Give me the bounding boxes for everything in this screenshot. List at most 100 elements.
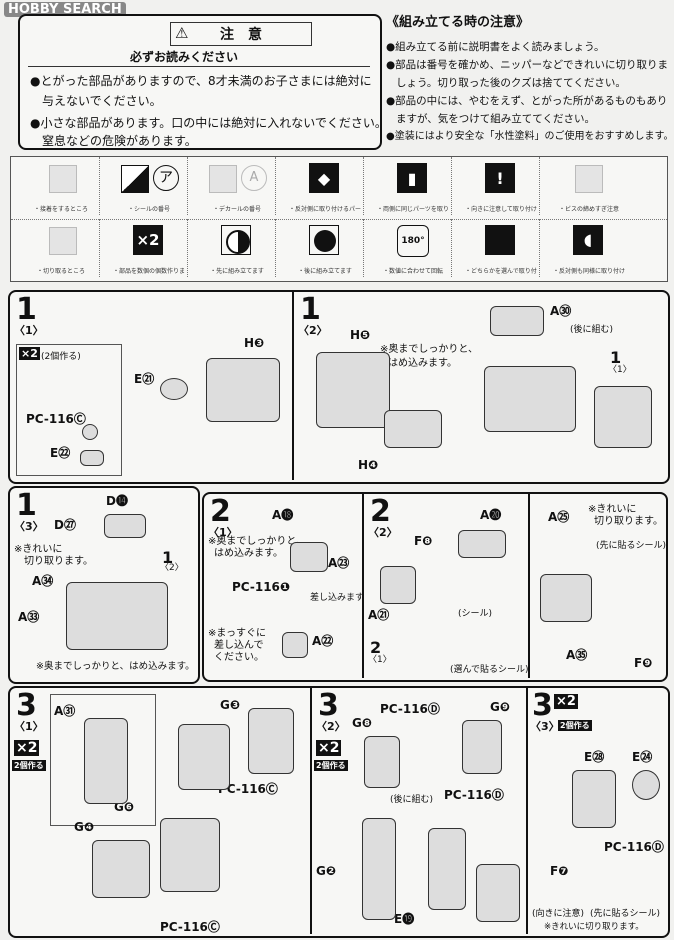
part-a22: A㉒ <box>312 634 334 648</box>
part-sketch-e22 <box>80 450 104 466</box>
part-g9: G❾ <box>490 700 511 714</box>
part-pc116c-b: PC-116Ⓒ <box>160 920 220 934</box>
part-sketch-d13 <box>594 386 652 448</box>
caution-line-2: 与えないでください。 <box>42 94 162 108</box>
step-number: 3 <box>318 688 339 723</box>
step-number: 1 <box>16 292 37 327</box>
part-sketch-d14 <box>104 514 146 538</box>
step-sub: 〈3〉 <box>530 720 560 733</box>
part-pc116-1: PC-116❶ <box>232 580 291 594</box>
legend-rotate: 180° ・数値に合わせて回転 <box>375 219 452 277</box>
part-sketch-e24 <box>632 770 660 800</box>
step-2-panel: 2 〈1〉 A⓲ ※奥までしっかりと、 はめ込みます。 A㉓ PC-116❶ 差… <box>202 492 668 682</box>
step-number: 3 <box>16 688 37 723</box>
step-number: 2 <box>370 494 391 529</box>
legend-remove: ▮ ・両側に同じパーツを取り付け <box>375 157 452 215</box>
assembly-note-4: ●部品の中には、やむをえず、とがった所があるものもあり <box>386 95 668 107</box>
note-1: ※きれいに <box>588 504 637 515</box>
assembly-note-2: ●部品は番号を確かめ、ニッパーなどできれいに切り取りま <box>386 59 668 71</box>
part-a20: A⓴ <box>480 508 502 522</box>
step-1-3-panel: 1 〈3〉 D⓮ D㉗ ※きれいに 切り取ります。 A㉞ A㉝ 1 〈2〉 ※奥… <box>8 486 200 684</box>
note-2: はめ込みます。 <box>388 358 457 369</box>
x2-note: (2個作る) <box>41 352 81 362</box>
legend-caption: ・向きに注意して取り付け <box>465 206 537 213</box>
caution-line-3: ●小さな部品があります。口の中には絶対に入れないでください。 <box>30 116 387 130</box>
part-f7: F❼ <box>550 864 569 878</box>
assembly-note-5: ますが、気をつけて組み立ててください。 <box>396 113 595 125</box>
step-number: 2 <box>210 494 231 529</box>
part-h5: H❺ <box>350 328 371 342</box>
ref-sub: 〈2〉 <box>160 563 184 573</box>
part-a21: A㉑ <box>368 608 390 622</box>
part-sketch-h3 <box>206 358 280 422</box>
part-sketch-g3b <box>248 708 294 774</box>
note-4: 差し込んで <box>214 640 264 651</box>
sticker-note: (シール) <box>458 609 493 619</box>
legend-row-1: ・接着をするところ ア ・シールの番号 A ・デカールの番号 ◆ ・反対側に取り… <box>11 157 667 220</box>
part-pc116d-b: PC-116Ⓓ <box>444 788 504 802</box>
note-6: 差し込みます <box>310 593 365 603</box>
part-sketch-a22 <box>282 632 308 658</box>
ref-sub: 〈1〉 <box>368 655 392 665</box>
nipper-icon <box>49 227 77 255</box>
panel-divider <box>526 688 528 934</box>
back-note: (後に組む) <box>390 795 434 805</box>
panel-divider <box>528 494 530 678</box>
part-pc116d-a: PC-116Ⓓ <box>380 702 440 716</box>
legend-caption: ・数値に合わせて回転 <box>382 268 443 275</box>
step-3-3: 3 ×2 〈3〉 2個作る E㉘ E㉔ PC-116Ⓓ F❼ (向きに注意) (… <box>528 688 668 934</box>
part-sketch-h4 <box>384 410 442 448</box>
rotate-label: 180° <box>401 236 425 246</box>
part-g8: G❽ <box>352 716 373 730</box>
caution-title-bar: ⚠ 注 意 <box>170 22 312 46</box>
move-arrows-icon: ◆ <box>309 163 339 193</box>
legend-caption: ・シールの番号 <box>127 206 170 213</box>
ref-number: 1 <box>162 548 174 567</box>
part-sketch-e21 <box>160 378 188 400</box>
front-icon <box>221 225 251 255</box>
note-1: ※きれいに <box>14 544 63 555</box>
part-h4: H❹ <box>358 458 379 472</box>
ref-number: 1 <box>610 348 622 367</box>
part-sketch-g6 <box>84 718 128 804</box>
ref-sub: 〈1〉 <box>608 365 632 375</box>
part-g2: G❷ <box>316 864 337 878</box>
part-sketch-a20 <box>458 530 506 558</box>
part-f8: F❽ <box>414 534 433 548</box>
brand-text: HOBBY SEARCH <box>8 2 122 17</box>
legend-caption: ・先に組み立てます <box>210 268 264 275</box>
step-number: 1 <box>300 292 321 327</box>
note-3: ※まっすぐに <box>208 628 266 639</box>
part-pc116c: PC-116Ⓒ <box>26 412 86 426</box>
legend-caption: ・反対側も同様に取り付け <box>553 268 625 275</box>
step-3-1: 3 〈1〉 ×2 2個作る A㉛ G❻ G❸ PC-116Ⓒ G❹ PC-116… <box>10 688 308 934</box>
part-pc116c-a: PC-116Ⓒ <box>218 782 278 796</box>
part-e28: E㉘ <box>584 750 605 764</box>
part-sketch-foot <box>476 864 520 922</box>
legend-row-2: ・切り取るところ ×2 ・部品を数個の個数作ります ◐ ・先に組み立てます ● … <box>11 219 667 281</box>
choose-icon <box>485 225 515 255</box>
part-a31: A㉛ <box>54 704 76 718</box>
decal-number: A <box>241 165 267 191</box>
rotate-180-icon: 180° <box>397 225 429 257</box>
brush-icon <box>49 165 77 193</box>
legend-caption: ・後に組み立てます <box>298 268 352 275</box>
front-sticker-note: (先に貼るシール) <box>590 909 661 919</box>
x2-badge: ×2 <box>14 740 40 756</box>
legend-panel: ・接着をするところ ア ・シールの番号 A ・デカールの番号 ◆ ・反対側に取り… <box>10 156 668 282</box>
legend-nipper: ・切り取るところ <box>23 219 100 277</box>
part-e24: E㉔ <box>632 750 653 764</box>
cut-note: ※きれいに切り取ります。 <box>544 922 644 932</box>
x2-note: 2個作る <box>314 760 348 771</box>
back-icon <box>309 225 339 255</box>
sub-frame <box>50 694 156 826</box>
hobby-search-logo: HOBBY SEARCH <box>4 2 126 17</box>
screw-icon <box>575 165 603 193</box>
part-sketch-g3 <box>178 724 230 790</box>
legend-choose: ◪ ・どちらかを選んで取り付け <box>463 219 540 277</box>
note-2: 切り取ります。 <box>24 556 93 567</box>
step-sub: 〈1〉 <box>14 324 44 337</box>
part-sketch-body <box>66 582 168 650</box>
step-2-2: 2 〈2〉 A⓴ F❽ A㉑ (シール) (選んで貼るシール) 2 〈1〉 <box>364 494 529 678</box>
x2-badge: ×2 <box>554 694 578 709</box>
